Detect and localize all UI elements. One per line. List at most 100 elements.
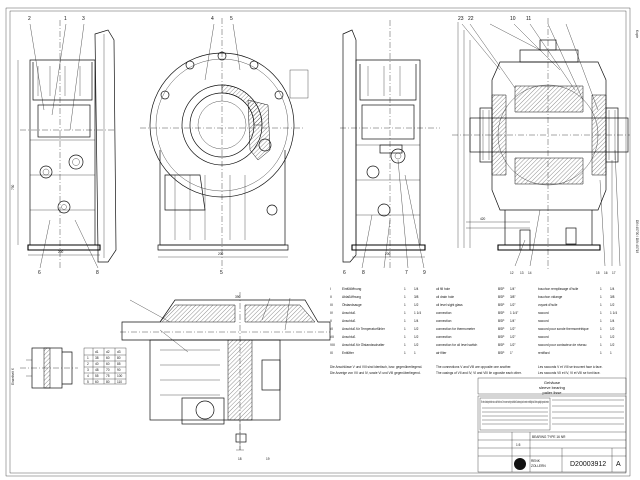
company-logo xyxy=(514,458,526,470)
legend-r4-fr: raccord xyxy=(538,311,549,315)
callout-top-6: 23 xyxy=(458,16,464,22)
legend-r2-mark: II xyxy=(330,295,332,299)
legend-r8-size2: 1/2 xyxy=(610,343,615,347)
legend-r1-fr: bouchon remplissage d'huile xyxy=(538,287,579,291)
title-legal-text: Für diese Unterlage behalten wir uns all… xyxy=(481,400,549,404)
legend-r2-size2: 3/8 xyxy=(610,295,615,299)
sheet-inner-border xyxy=(9,10,627,474)
view-end-circle: 200 xyxy=(140,18,309,270)
legend-r6-size: 1/2 xyxy=(414,327,419,331)
legend-note-de: Die Anschlüsse V und VIII sind identisch… xyxy=(330,365,422,369)
dim-section: 420 xyxy=(480,217,486,221)
legend-r2-de: Ablaßöffnung xyxy=(342,295,361,299)
legend-r3-qty2: 1 xyxy=(600,303,602,307)
legend-r9-code: BSP xyxy=(498,351,504,355)
legend-r8-fr: raccord pour contacteur de niveau xyxy=(538,343,587,347)
margin-text-top-right: Kopie xyxy=(635,30,639,38)
legend-r4-qty2: 1 xyxy=(600,311,602,315)
legend-r8-qty2: 1 xyxy=(600,343,602,347)
callout-bot-10: 14 xyxy=(528,271,532,275)
legend-r1-code: BSP xyxy=(498,287,504,291)
small-table-r2c0: 2 xyxy=(87,362,89,366)
legend-r1-en: oil fill hole xyxy=(436,287,450,291)
legend-r6-size2: 1/2 xyxy=(610,327,615,331)
legend-r3-code: BSP xyxy=(498,303,504,307)
small-table-r1c3: 80 xyxy=(117,356,121,360)
legend-note-en: The connections V and VIII are opposite … xyxy=(436,365,512,369)
callout-bot-5: 8 xyxy=(362,270,365,276)
title-name-fr: palier lisse xyxy=(543,390,563,395)
legend-r5-size: 1/4 xyxy=(414,319,419,323)
legend-r5-thr: 1/4" xyxy=(510,319,516,323)
legend-r4-mark: IV xyxy=(330,311,334,315)
legend-r3-size: 1/2 xyxy=(414,303,419,307)
legend-note-en2: The casings of VII and IV, VI and VIII l… xyxy=(436,371,522,375)
legend-r8-size: 1/2 xyxy=(414,343,419,347)
small-table-r1c2: 60 xyxy=(106,356,110,360)
legend-r9-thr: 1" xyxy=(510,351,513,355)
dim-front-height: 730 xyxy=(11,184,15,190)
small-table-h1: d1 xyxy=(95,350,99,354)
legend-r4-size2: 1 1/4 xyxy=(610,311,617,315)
title-drawing-no: D20003912 xyxy=(570,461,606,468)
legend-note-de2: Die Anzeige von VII und IV, sowie VI und… xyxy=(330,371,421,375)
legend-r2-thr: 3/8" xyxy=(510,295,516,299)
legend-r2-qty: 1 xyxy=(404,295,406,299)
callout-top-1: 2 xyxy=(28,16,31,22)
title-name-en: sleeve bearing xyxy=(539,385,565,390)
legend-r8-qty: 1 xyxy=(404,343,406,347)
title-revision: A xyxy=(616,461,621,468)
sheet-border xyxy=(5,7,631,477)
legend-r7-size: 1/2 xyxy=(414,335,419,339)
small-table-r5c3: 110 xyxy=(117,380,122,384)
legend-r5-mark: V xyxy=(330,319,333,323)
legend-r8-thr: 1/2" xyxy=(510,343,516,347)
small-table-r5c0: 5 xyxy=(87,380,89,384)
legend-r6-de: Anschluß für Temperaturfühler xyxy=(342,327,386,331)
small-table-r4c2: 75 xyxy=(106,374,110,378)
legend-r6-thr: 1/2" xyxy=(510,327,516,331)
small-table: d1 d2 d3 1 38 60 80 2 40 60 85 3 48 70 9… xyxy=(83,347,127,385)
small-table-h2: d2 xyxy=(106,350,110,354)
small-table-r3c0: 3 xyxy=(87,368,89,372)
detail-x: Einzelheit X xyxy=(11,347,78,389)
legend-r4-size: 1 1/4 xyxy=(414,311,421,315)
title-subtitle: BEARING TYPE 16 NR xyxy=(532,435,566,439)
legend-r3-thr: 1/2" xyxy=(510,303,516,307)
legend-r8-de: Anschluß für Ölstandsschalter xyxy=(342,343,385,347)
legend-r9-fr: reniflard xyxy=(538,351,550,355)
callout-bot-15: 19 xyxy=(266,457,270,461)
legend-r4-thr: 1 1/4" xyxy=(510,311,518,315)
legend-r4-qty: 1 xyxy=(404,311,406,315)
title-company: RENK xyxy=(531,459,541,463)
legend-r9-en: air filter xyxy=(436,351,447,355)
legend-r7-fr: raccord xyxy=(538,335,549,339)
legend-r5-size2: 1/4 xyxy=(610,319,615,323)
small-table-h3: d3 xyxy=(117,350,121,354)
callout-bot-14: 18 xyxy=(238,457,242,461)
callout-top-2: 1 xyxy=(64,16,67,22)
legend-r5-qty: 1 xyxy=(404,319,406,323)
legend-r3-qty: 1 xyxy=(404,303,406,307)
legend-table: I Einfüllöffnung 1 1/4 oil fill hole BSP… xyxy=(330,287,617,375)
legend-r7-thr: 1/2" xyxy=(510,335,516,339)
title-company-sub: ZOLLERN xyxy=(531,464,546,468)
small-table-r1c0: 1 xyxy=(87,356,89,360)
title-block: Gehäuse sleeve bearing palier lisse Für … xyxy=(477,377,627,473)
legend-r5-code: BSP xyxy=(498,319,504,323)
small-table-r1c1: 38 xyxy=(95,356,99,360)
legend-r6-mark: VI xyxy=(330,327,333,331)
legend-r8-mark: VIII xyxy=(330,343,335,347)
legend-r4-code: BSP xyxy=(498,311,504,315)
legend-r6-code: BSP xyxy=(498,327,504,331)
small-table-r4c0: 4 xyxy=(87,374,89,378)
legend-r6-qty: 1 xyxy=(404,327,406,331)
dim-circle-width: 200 xyxy=(218,252,224,256)
legend-r4-en: connection xyxy=(436,311,452,315)
legend-r7-qty2: 1 xyxy=(600,335,602,339)
legend-r7-de: Anschluß xyxy=(342,335,355,339)
legend-r5-de: Anschluß xyxy=(342,319,355,323)
legend-r8-code: BSP xyxy=(498,343,504,347)
callout-top-9: 11 xyxy=(526,16,531,22)
callout-top-8: 10 xyxy=(510,16,516,22)
